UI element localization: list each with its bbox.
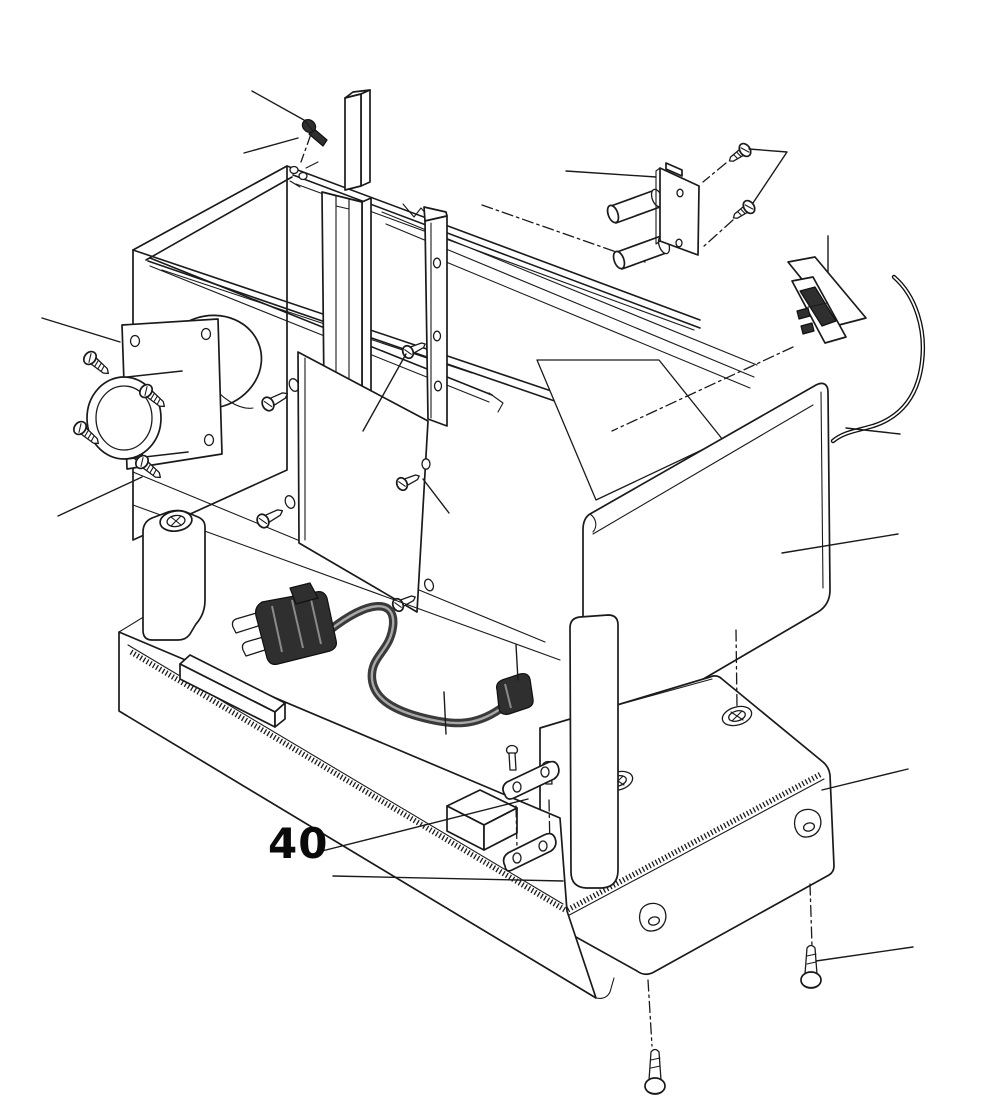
washer [423,578,435,592]
bracket-plate-tab [665,162,683,177]
power-cord [231,582,534,735]
bracket-screw [732,199,756,219]
mounting-screws [644,883,914,1095]
leader-line [41,317,121,343]
column-screw [289,118,328,188]
base-rib [179,654,286,728]
centerline [548,799,551,851]
mounting-screw [644,1048,666,1095]
end-cover [582,382,899,745]
flange-screw [82,350,110,375]
pcb-bracket-assembly [481,142,788,270]
serrated-edge [556,771,823,918]
leader-line [748,148,788,204]
leader-line [515,644,519,681]
leader-line [251,90,305,121]
washer [284,495,296,509]
clamp-screw [505,744,519,771]
countersunk-hole [721,705,753,727]
cord-clamp-strap [502,744,560,872]
flange-screw [138,383,166,408]
leader-line [362,353,407,432]
leader-line [243,137,299,154]
bearing-cylinder [86,370,189,460]
leader-line [443,691,447,735]
plug-knob [289,582,319,605]
centerline [809,883,813,947]
centerline [647,979,653,1047]
bracket-plate [659,167,700,256]
hole-plate [423,206,448,427]
upper-base [118,504,615,999]
partition-panel [297,351,431,613]
panel-screw [395,474,420,492]
mounting-screw [800,944,822,989]
leader-line [821,768,909,791]
foot-pillar [142,509,206,641]
lead-wire [830,274,925,444]
teardrop-recess [638,902,667,932]
callout-40: 40 [268,819,328,868]
leader-line [57,476,143,517]
strain-relief-bushing [495,672,534,716]
teardrop-recess [793,808,822,838]
cord-clamp [502,832,557,872]
rocker-button [799,286,837,327]
flange-screw [134,454,162,479]
side-screw [256,509,284,529]
leader-line [332,875,564,882]
vertical-column [344,89,371,191]
leader-line [781,533,899,554]
power-plug [231,582,337,665]
rocker-switch [611,235,867,432]
centerline [515,805,518,849]
foot-pillar [569,614,619,889]
bracket-screw [728,142,752,162]
leader-line [422,478,450,514]
leader-line [321,798,529,852]
leader-line [815,946,914,962]
centerline [735,629,738,708]
switch-terminal [800,322,815,335]
leader-line [845,427,901,435]
flange-screw [72,420,100,445]
side-screw [261,392,289,412]
serrated-edge [129,649,567,913]
panel-screw [401,342,426,360]
switch-terminal [796,307,811,320]
